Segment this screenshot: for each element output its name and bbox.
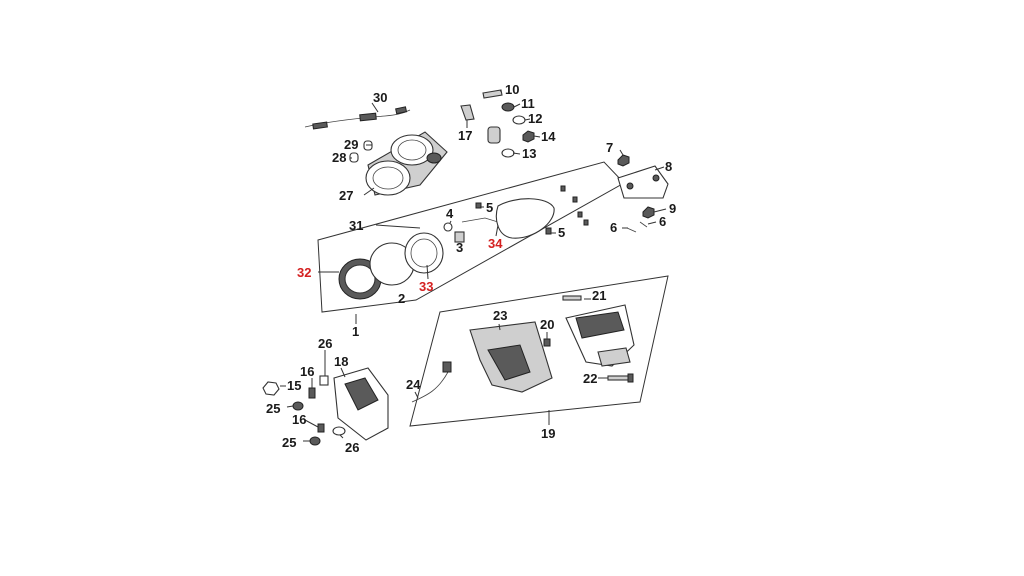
headlight-assembly-outline: [317, 161, 625, 313]
label-26a: 26: [318, 336, 332, 351]
label-13: 13: [522, 146, 536, 161]
label-29: 29: [344, 137, 358, 152]
label-17: 17: [458, 128, 472, 143]
label-19: 19: [541, 426, 555, 441]
label-30: 30: [373, 90, 387, 105]
washer-25-upper: [292, 401, 304, 411]
label-21: 21: [592, 288, 606, 303]
label-12: 12: [528, 111, 542, 126]
washer-12: [512, 115, 526, 125]
label-6b: 6: [659, 214, 666, 229]
label-31: 31: [349, 218, 363, 233]
cowl-21: [565, 304, 635, 367]
bolt-16-upper: [308, 387, 316, 399]
label-23: 23: [493, 308, 507, 323]
label-25b: 25: [282, 435, 296, 450]
label-28: 28: [332, 150, 346, 165]
bracket-18: [333, 367, 389, 441]
label-4: 4: [446, 206, 454, 221]
label-16a: 16: [300, 364, 314, 379]
nut-14: [522, 130, 535, 143]
label-1: 1: [352, 324, 359, 339]
label-14: 14: [541, 129, 556, 144]
nut-7: [617, 154, 630, 167]
label-8: 8: [665, 159, 672, 174]
lower-cowl-assembly-outline: [409, 275, 669, 427]
nut-9: [642, 206, 655, 219]
label-10: 10: [505, 82, 519, 97]
label-5a: 5: [486, 200, 493, 215]
label-9: 9: [669, 201, 676, 216]
label-24: 24: [406, 377, 421, 392]
nut-15: [262, 381, 280, 396]
bolt-16-lower: [317, 423, 325, 433]
label-6a: 6: [610, 220, 617, 235]
label-11: 11: [521, 96, 535, 111]
label-2: 2: [398, 291, 405, 306]
spacer-26-lower: [332, 426, 346, 436]
socket-3: [454, 231, 465, 243]
wire-24: [411, 361, 452, 403]
bolt-10: [482, 89, 503, 99]
reflector-33: [404, 232, 444, 274]
bolt-22: [607, 373, 634, 383]
bulb-4: [443, 222, 453, 232]
label-3: 3: [456, 240, 463, 255]
wire-5: [461, 217, 499, 223]
bushing-11: [501, 102, 515, 112]
part-labels: 30 29 28 27 10 11 12 17 14 13 7 8 9 6 6 …: [266, 82, 676, 455]
bolt-21-top: [562, 295, 582, 301]
label-18: 18: [334, 354, 348, 369]
leader-lines: [280, 90, 667, 442]
label-26b: 26: [345, 440, 359, 455]
headlight-housing-34: [495, 198, 555, 239]
small-fasteners: [475, 185, 589, 235]
label-5b: 5: [558, 225, 565, 240]
washer-25-lower: [309, 436, 321, 446]
bracket-8: [617, 165, 669, 199]
pin-17: [460, 104, 475, 121]
speedometer-cable: [304, 106, 411, 130]
label-25a: 25: [266, 401, 280, 416]
label-34: 34: [488, 236, 503, 251]
label-7: 7: [606, 140, 613, 155]
bolts-6: [626, 221, 648, 233]
label-15: 15: [287, 378, 301, 393]
label-27: 27: [339, 188, 353, 203]
inner-panel-23: [469, 321, 553, 393]
label-33: 33: [419, 279, 433, 294]
label-32: 32: [297, 265, 311, 280]
spacer-26-upper: [319, 375, 329, 386]
collar-13: [487, 126, 515, 158]
label-20: 20: [540, 317, 554, 332]
screw-20: [543, 338, 551, 347]
instrument-cluster: [365, 131, 448, 196]
label-16b: 16: [292, 412, 306, 427]
label-22: 22: [583, 371, 597, 386]
